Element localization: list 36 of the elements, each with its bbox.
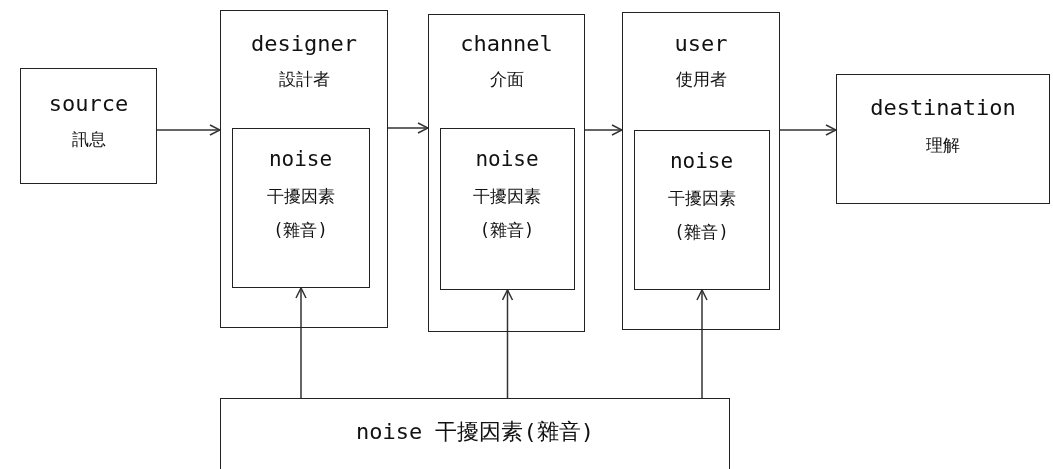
noise-box xyxy=(439,127,575,290)
stage-box xyxy=(428,14,585,332)
label-heading: channel xyxy=(460,31,553,58)
label-text: 訊息 xyxy=(71,129,106,150)
label-heading: user xyxy=(674,31,728,58)
stage-box xyxy=(220,10,388,328)
label-heading: source xyxy=(48,91,129,118)
label-text: 設計者 xyxy=(278,69,330,90)
arrow xyxy=(584,124,623,136)
label-text: 介面 xyxy=(489,69,524,90)
arrow xyxy=(501,289,514,399)
label-text: (雜音) xyxy=(479,220,535,241)
arrow xyxy=(387,122,429,134)
arrow xyxy=(696,289,708,399)
noise-box xyxy=(633,129,770,290)
arrow xyxy=(295,287,307,399)
arrow xyxy=(156,124,221,136)
noise-source-box xyxy=(220,398,730,469)
label-heading: designer xyxy=(251,31,357,58)
label-text: (雜音) xyxy=(273,220,328,241)
destination-box xyxy=(836,74,1050,204)
label-text: 干擾因素 xyxy=(667,187,736,209)
label-text: 干擾因素 xyxy=(473,185,541,207)
arrow xyxy=(779,124,837,136)
label-heading: noise xyxy=(669,148,734,174)
label-text: noise 干擾因素(雜音) xyxy=(356,419,594,446)
label-text: 理解 xyxy=(926,135,960,156)
source-box xyxy=(20,68,157,184)
label-text: 干擾因素 xyxy=(266,185,335,207)
label-heading: noise xyxy=(268,146,333,172)
label-heading: noise xyxy=(475,146,539,172)
noise-box xyxy=(231,127,370,288)
label-text: (雜音) xyxy=(674,222,729,243)
label-heading: destination xyxy=(870,95,1016,122)
stage-box xyxy=(622,12,780,330)
label-text: 使用者 xyxy=(675,69,727,90)
